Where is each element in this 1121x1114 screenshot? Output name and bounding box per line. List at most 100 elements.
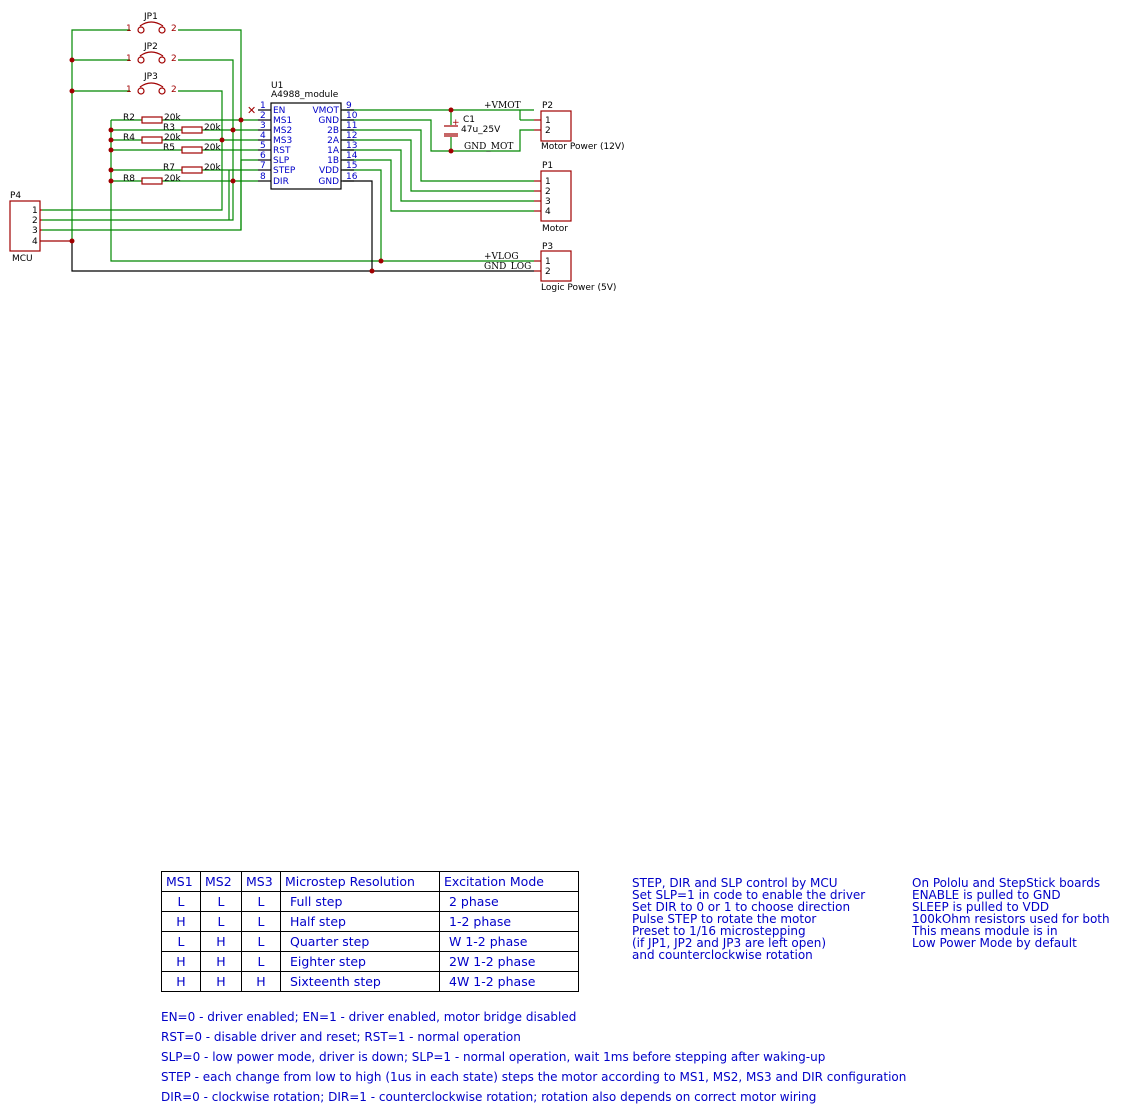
connector-p1: P1 1 2 3 4 Motor <box>540 161 572 234</box>
svg-text:R3: R3 <box>163 123 175 133</box>
table-header-row: MS1 MS2 MS3 Microstep Resolution Excitat… <box>161 871 579 892</box>
wires <box>42 29 534 262</box>
table-cell: L <box>241 891 281 912</box>
notes-module-defaults: On Pololu and StepStick boards ENABLE is… <box>912 876 1110 950</box>
svg-text:JP2: JP2 <box>143 42 158 52</box>
net-label-vmot: +VMOT <box>484 101 521 111</box>
jumper-jp3: JP3 1 2 <box>126 72 177 95</box>
connector-p2: P2 1 2 Motor Power (12V) <box>540 101 625 152</box>
schematic-diagram: JP1 1 2 JP2 1 2 JP3 1 2 R2 20k R3 20k R4… <box>9 12 625 293</box>
svg-text:2: 2 <box>171 54 177 64</box>
svg-text:P4: P4 <box>10 191 21 201</box>
svg-text:7: 7 <box>260 161 266 171</box>
svg-text:MS3: MS3 <box>273 136 292 146</box>
svg-text:GND: GND <box>318 177 339 187</box>
svg-text:1: 1 <box>32 206 38 216</box>
svg-text:1A: 1A <box>327 146 340 156</box>
table-header: MS2 <box>200 871 242 892</box>
svg-text:DIR: DIR <box>273 177 289 187</box>
note-en: EN=0 - driver enabled; EN=1 - driver ena… <box>161 1010 577 1024</box>
table-cell: Full step <box>280 891 440 912</box>
table-cell: Quarter step <box>280 931 440 952</box>
svg-text:9: 9 <box>346 101 352 111</box>
svg-text:RST: RST <box>273 146 291 156</box>
svg-text:Motor Power (12V): Motor Power (12V) <box>541 142 625 152</box>
connector-stubs <box>40 119 541 272</box>
svg-text:MCU: MCU <box>12 254 33 264</box>
svg-text:P2: P2 <box>542 101 553 111</box>
resistor-r5: R5 20k <box>163 143 221 154</box>
jumper-jp2: JP2 1 2 <box>126 42 177 64</box>
table-header: MS1 <box>161 871 201 892</box>
table-cell: H <box>161 951 201 972</box>
svg-text:A4988_module: A4988_module <box>271 90 339 100</box>
net-label-gnd-mot: GND_MOT <box>464 142 513 152</box>
svg-text:1B: 1B <box>327 156 339 166</box>
svg-text:2: 2 <box>171 85 177 95</box>
svg-text:3: 3 <box>32 226 38 236</box>
svg-text:20k: 20k <box>204 123 221 133</box>
svg-text:1: 1 <box>126 24 132 34</box>
resistor-r8: R8 20k <box>123 174 181 185</box>
junction-dots <box>69 57 454 274</box>
svg-text:2: 2 <box>545 126 551 136</box>
table-row: L H L Quarter step W 1-2 phase <box>161 931 579 952</box>
svg-text:C1: C1 <box>463 115 475 125</box>
svg-text:20k: 20k <box>164 113 181 123</box>
svg-text:1: 1 <box>126 54 132 64</box>
svg-text:1: 1 <box>260 101 266 111</box>
svg-text:14: 14 <box>346 151 358 161</box>
table-cell: L <box>241 911 281 932</box>
svg-text:2: 2 <box>32 216 38 226</box>
table-cell: W 1-2 phase <box>439 931 579 952</box>
svg-text:SLP: SLP <box>273 156 290 166</box>
table-cell: H <box>161 911 201 932</box>
resistor-r4: R4 20k <box>123 133 181 144</box>
svg-text:2: 2 <box>260 111 266 121</box>
svg-text:2A: 2A <box>327 136 340 146</box>
svg-text:3: 3 <box>260 121 266 131</box>
svg-text:2: 2 <box>545 267 551 277</box>
svg-text:16: 16 <box>346 172 358 182</box>
svg-text:Motor: Motor <box>542 224 568 234</box>
svg-text:15: 15 <box>346 161 357 171</box>
resistor-r3: R3 20k <box>163 123 221 134</box>
table-cell: L <box>161 931 201 952</box>
u1-a4988-module: U1 A4988_module ✕ 1 2 3 4 5 <box>247 81 358 190</box>
svg-text:4: 4 <box>545 207 551 217</box>
svg-text:10: 10 <box>346 111 358 121</box>
svg-text:GND: GND <box>318 116 339 126</box>
table-cell: L <box>161 891 201 912</box>
svg-text:JP3: JP3 <box>143 72 158 82</box>
table-header: Microstep Resolution <box>280 871 440 892</box>
svg-text:MS1: MS1 <box>273 116 292 126</box>
table-cell: 2W 1-2 phase <box>439 951 579 972</box>
table-cell: L <box>200 911 242 932</box>
svg-text:8: 8 <box>260 172 266 182</box>
table-cell: H <box>200 931 242 952</box>
svg-text:R5: R5 <box>163 143 175 153</box>
no-connect-mark: ✕ <box>247 104 256 117</box>
connector-p3: P3 1 2 Logic Power (5V) <box>540 242 616 293</box>
table-row: L L L Full step 2 phase <box>161 891 579 912</box>
table-cell: L <box>241 931 281 952</box>
svg-text:1: 1 <box>545 177 551 187</box>
net-label-vlog: +VLOG <box>484 252 519 262</box>
svg-text:13: 13 <box>346 141 357 151</box>
svg-text:P1: P1 <box>542 161 553 171</box>
svg-text:R7: R7 <box>163 163 175 173</box>
connector-p4: P4 1 2 3 4 MCU <box>9 191 41 264</box>
svg-text:U1: U1 <box>271 81 283 91</box>
table-row: H H L Eighter step 2W 1-2 phase <box>161 951 579 972</box>
resistor-r2: R2 20k <box>123 113 181 124</box>
svg-text:R4: R4 <box>123 133 135 143</box>
table-header: MS3 <box>241 871 281 892</box>
svg-text:3: 3 <box>545 197 551 207</box>
svg-text:2: 2 <box>545 187 551 197</box>
table-cell: Sixteenth step <box>280 971 440 992</box>
table-cell: L <box>241 951 281 972</box>
table-cell: H <box>161 971 201 992</box>
svg-text:VMOT: VMOT <box>312 106 339 116</box>
resistor-r7: R7 20k <box>163 163 221 174</box>
note-slp: SLP=0 - low power mode, driver is down; … <box>161 1050 826 1064</box>
